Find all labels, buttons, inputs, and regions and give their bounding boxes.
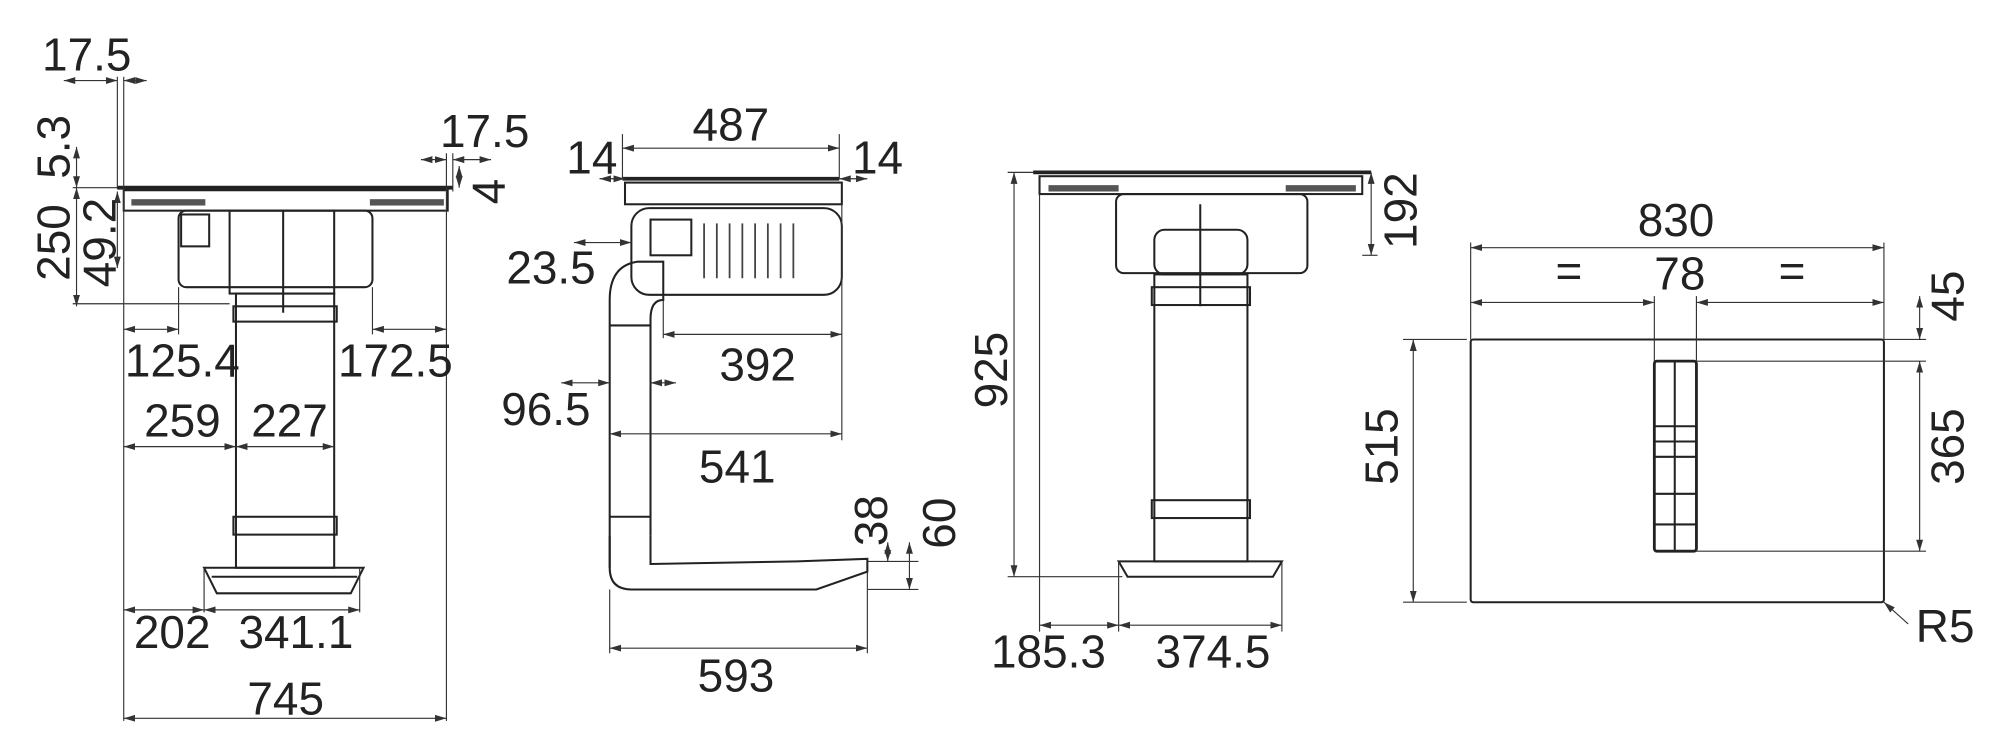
side-dimension-lines [561,134,919,654]
dim-edge-right: 17.5 [440,105,529,157]
dim-outlet-height-inner: 38 [845,495,897,546]
dim-cutout-width: 830 [1638,194,1715,246]
dim-left-to-base: 202 [134,606,211,658]
dim-edge-left: 17.5 [42,28,131,80]
dim-base-width: 374.5 [1156,625,1271,677]
dim-duct-depth: 541 [699,440,776,492]
dim-outlet-height-outer: 60 [913,498,965,549]
dim-left-to-column: 259 [144,394,221,446]
dim-right-offset: 172.5 [338,334,453,386]
dim-frame-height: 4 [463,179,515,205]
cutout-drawing [1469,338,1885,604]
dim-equal-right: = [1779,245,1806,297]
dim-top-width: 487 [693,98,770,150]
dim-right-margin: 14 [852,132,903,184]
cutout-dimension-lines [1403,242,1927,625]
dim-unit-height: 192 [1375,172,1427,249]
dim-left-margin: 14 [566,132,617,184]
front-dimension-lines [63,76,492,722]
dim-slot-width: 78 [1654,248,1705,300]
rear-dimension-lines [1007,171,1378,632]
dim-overall-width: 745 [247,672,324,724]
rear-view: 192 925 185.3 374.5 [965,170,1427,677]
dim-column-width: 227 [251,394,328,446]
dim-left-offset: 125.4 [125,334,240,386]
dim-corner-radius: R5 [1916,600,1975,652]
dim-equal-left: = [1555,245,1582,297]
dim-left-to-base: 185.3 [991,625,1106,677]
dim-overall-depth: 593 [698,650,775,702]
cutout-view: 830 = 78 = 45 515 365 R5 [1355,194,1974,652]
dim-glass-thickness: 5.3 [28,115,80,179]
dim-total-height-top: 250 [28,204,80,281]
dim-duct-offset: 23.5 [506,241,595,293]
side-view: 487 14 14 23.5 392 96.5 541 38 60 593 [501,98,965,701]
dim-slot-length: 365 [1922,408,1974,485]
dim-fan-depth: 392 [719,338,796,390]
dim-cutout-depth: 515 [1355,408,1407,485]
dim-duct-width: 96.5 [501,383,590,435]
dim-body-height: 49.2 [73,198,125,287]
rear-hob-drawing [1033,170,1372,578]
front-view: 17.5 5.3 250 49.2 17.5 4 125.4 172.5 259… [28,28,530,724]
dim-overall-height: 925 [965,332,1017,409]
front-hob-drawing [117,185,453,595]
dim-slot-offset: 45 [1922,271,1974,322]
dim-base-width: 341.1 [238,606,353,658]
